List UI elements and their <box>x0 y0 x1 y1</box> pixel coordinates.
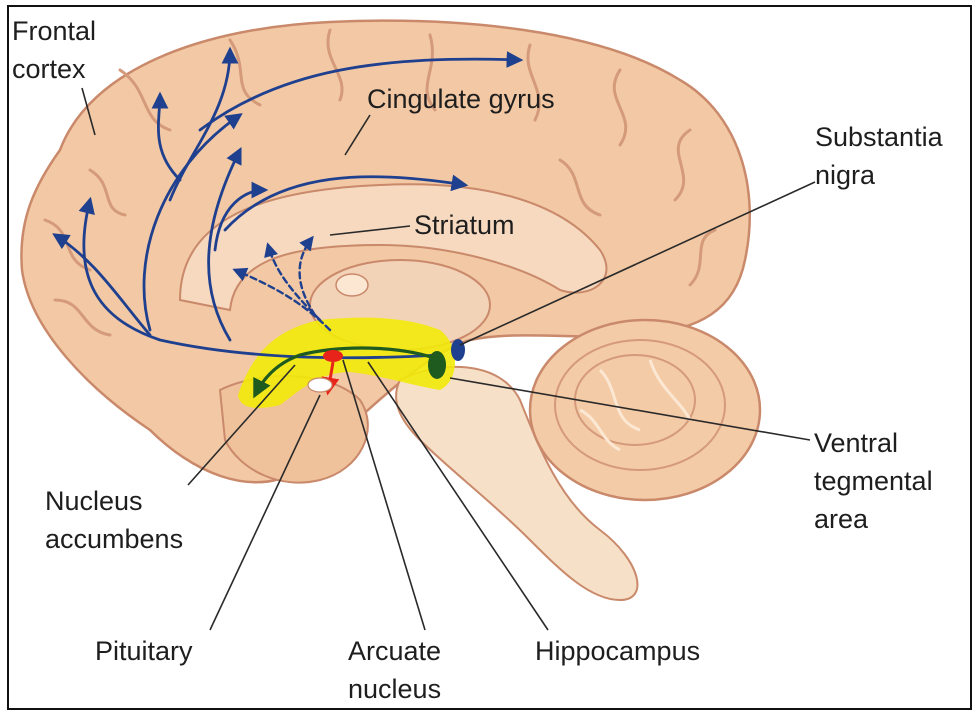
label-arcuate-line1: Arcuate <box>348 636 441 666</box>
label-substantia-nigra-line1: Substantia <box>815 122 944 152</box>
cerebellum <box>530 320 760 500</box>
pituitary-gland <box>308 378 332 392</box>
label-frontal-cortex-line2: cortex <box>12 54 86 84</box>
label-nucleus-accumbens-line1: Nucleus <box>45 486 143 516</box>
substantia-nigra-marker <box>451 339 465 361</box>
label-pituitary: Pituitary <box>95 636 193 666</box>
vta-marker <box>428 351 446 379</box>
label-arcuate-line2: nucleus <box>348 674 441 704</box>
anterior-commissure <box>336 274 368 296</box>
label-substantia-nigra-line2: nigra <box>815 160 876 190</box>
label-frontal-cortex-line1: Frontal <box>12 16 96 46</box>
label-vta-line1: Ventral <box>814 428 898 458</box>
label-striatum: Striatum <box>414 210 515 240</box>
label-vta-line2: tegmental <box>814 466 933 496</box>
label-nucleus-accumbens-line2: accumbens <box>45 524 183 554</box>
label-hippocampus: Hippocampus <box>535 636 700 666</box>
label-vta-line3: area <box>814 504 869 534</box>
label-cingulate-gyrus: Cingulate gyrus <box>367 84 555 114</box>
arcuate-marker <box>323 350 343 362</box>
